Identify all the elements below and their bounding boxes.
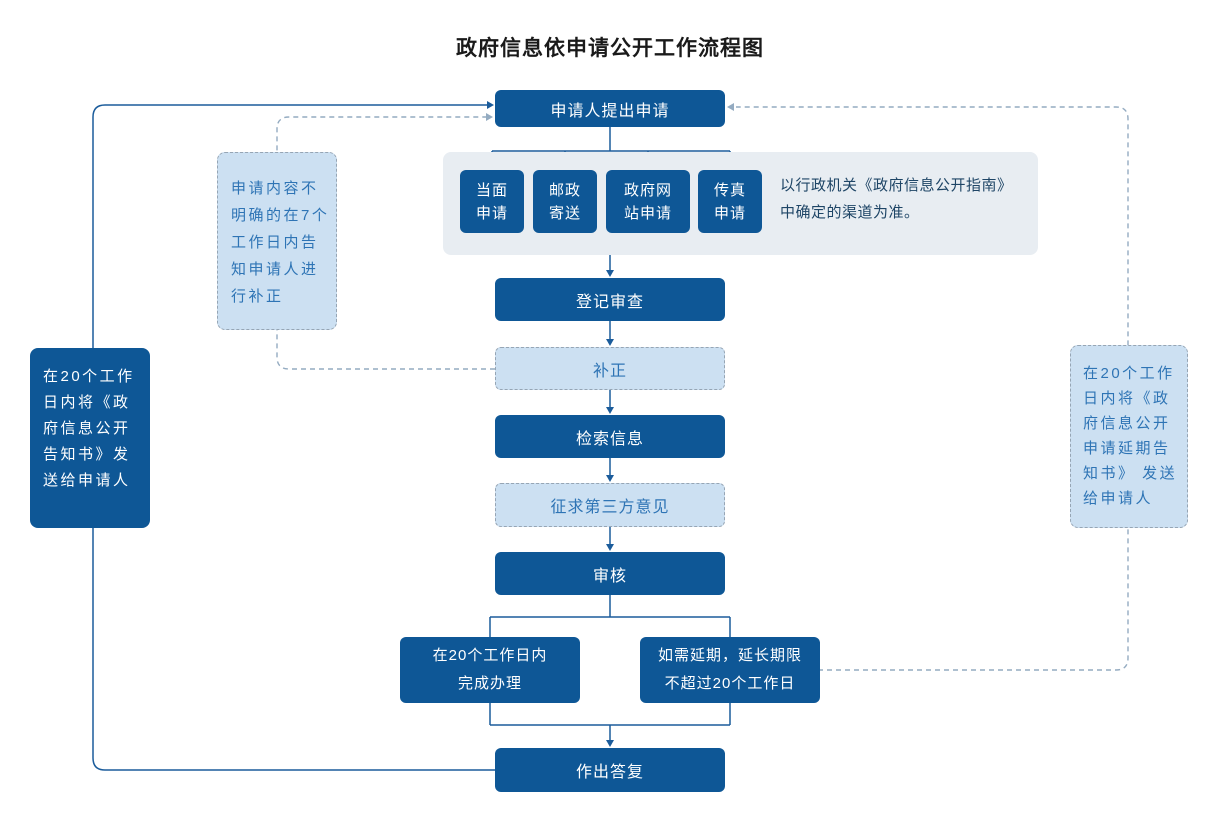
callout-line: 知申请人进	[231, 261, 319, 278]
callout-line: 明确的在7个	[231, 207, 330, 224]
callout-delay-notice: 在20个工作 日内将《政 府信息公开 申请延期告 知书》 发送 给申请人	[1070, 345, 1188, 528]
channel-line: 申请	[713, 204, 746, 222]
callout-line: 申请延期告	[1083, 440, 1171, 457]
callout-line: 工作日内告	[231, 234, 319, 251]
callout-line: 送给申请人	[43, 472, 131, 489]
node-correction: 补正	[495, 347, 725, 390]
callout-line: 府信息公开	[43, 420, 131, 437]
channels-note: 以行政机关《政府信息公开指南》 中确定的渠道为准。	[780, 172, 1032, 226]
callout-line: 知书》 发送	[1083, 465, 1178, 482]
node-channel-inperson: 当面 申请	[460, 170, 524, 233]
node-extension: 如需延期，延长期限 不超过20个工作日	[640, 637, 820, 703]
channel-line: 申请	[475, 204, 508, 222]
note-line: 中确定的渠道为准。	[780, 204, 920, 221]
channel-line: 寄送	[548, 204, 581, 222]
callout-line: 府信息公开	[1083, 415, 1171, 432]
node-line: 如需延期，延长期限	[657, 647, 802, 664]
callout-line: 行补正	[231, 288, 284, 305]
channel-line: 传真	[713, 181, 746, 199]
callout-line: 日内将《政	[1083, 390, 1171, 407]
callout-line: 告知书》发	[43, 446, 131, 463]
node-apply: 申请人提出申请	[495, 90, 725, 127]
callout-line: 在20个工作	[1083, 365, 1175, 382]
node-search: 检索信息	[495, 415, 725, 458]
dashed-arrowheads	[486, 103, 734, 121]
node-review: 审核	[495, 552, 725, 595]
node-register: 登记审查	[495, 278, 725, 321]
channel-line: 当面	[475, 181, 508, 199]
node-reply: 作出答复	[495, 748, 725, 792]
node-line: 不超过20个工作日	[664, 675, 796, 692]
note-line: 以行政机关《政府信息公开指南》	[780, 177, 1013, 194]
page-title: 政府信息依申请公开工作流程图	[456, 37, 764, 60]
channel-line: 政府网	[623, 181, 672, 199]
node-line: 在20个工作日内	[432, 647, 548, 664]
callout-line: 申请内容不	[231, 180, 319, 197]
channel-line: 站申请	[623, 204, 672, 222]
callout-notice: 在20个工作 日内将《政 府信息公开 告知书》发 送给申请人	[30, 348, 150, 528]
callout-line: 日内将《政	[43, 394, 131, 411]
node-channel-website: 政府网 站申请	[606, 170, 690, 233]
node-channel-mail: 邮政 寄送	[533, 170, 597, 233]
node-line: 完成办理	[457, 675, 522, 692]
node-channel-fax: 传真 申请	[698, 170, 762, 233]
callout-supplement: 申请内容不 明确的在7个 工作日内告 知申请人进 行补正	[217, 152, 337, 330]
correction-loop-line	[276, 116, 495, 370]
node-third-party: 征求第三方意见	[495, 483, 725, 527]
callout-line: 给申请人	[1083, 490, 1154, 507]
callout-line: 在20个工作	[43, 368, 135, 385]
node-deadline: 在20个工作日内 完成办理	[400, 637, 580, 703]
channel-line: 邮政	[548, 181, 581, 199]
